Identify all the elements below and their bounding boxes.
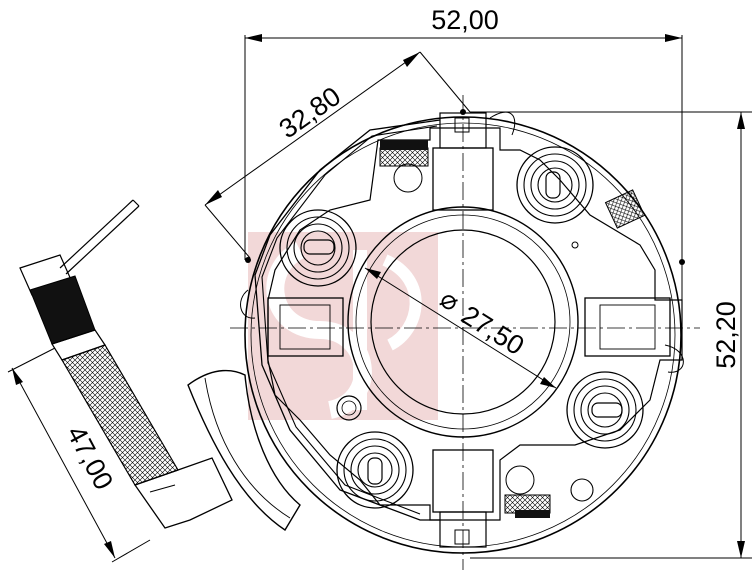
brush-with-lead (19, 199, 233, 529)
brush-holder-top (379, 112, 494, 211)
wire-loop (240, 111, 684, 521)
brush-holder-left (267, 297, 344, 357)
diameter-symbol: ⌀ (435, 283, 465, 317)
spring-bottom-left (336, 431, 414, 509)
brush-holder-right (584, 189, 671, 357)
commutator-bore (347, 206, 579, 438)
spring-left (279, 209, 357, 287)
diameter-label: 27,50 (456, 300, 529, 361)
dimension-height: 52,20 (470, 111, 752, 559)
spring-top-right (516, 146, 594, 224)
width-label: 52,00 (431, 5, 499, 35)
curved-segment (187, 369, 301, 531)
dimension-width: 52,00 (244, 5, 683, 340)
brush-holder-bottom (432, 449, 551, 548)
spring-right (566, 371, 644, 449)
screw-holes (245, 109, 685, 502)
height-label: 52,20 (711, 301, 741, 369)
holder-span-label: 32,80 (274, 81, 347, 144)
